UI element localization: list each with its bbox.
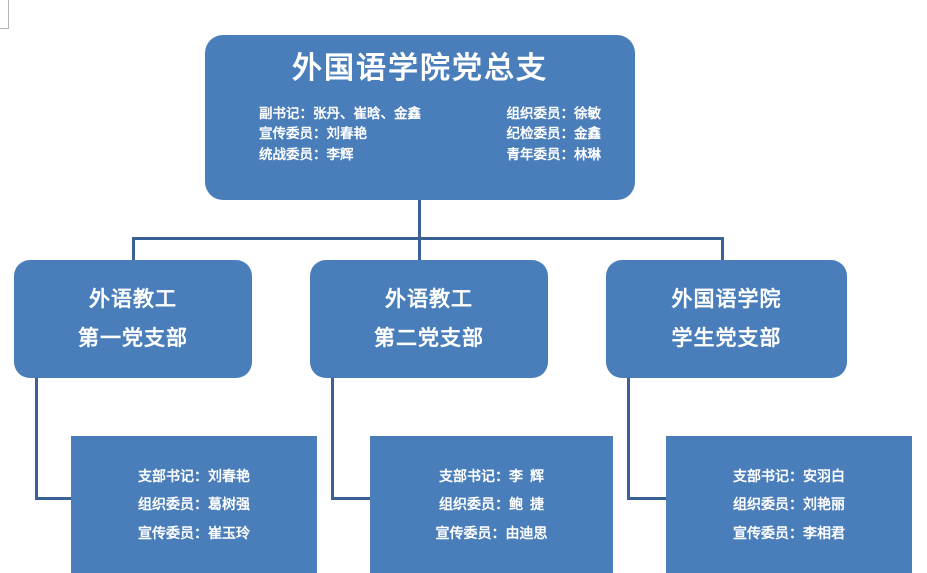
page-crop-mark-horizontal xyxy=(0,28,9,29)
root-roles: 副书记：张丹、崔晗、金鑫 宣传委员：刘春艳 统战委员：李辉 组织委员：徐敏 纪检… xyxy=(227,104,613,167)
root-role-line: 青年委员：林琳 xyxy=(506,147,602,163)
org-node-branch-3[interactable]: 外国语学院 学生党支部 xyxy=(606,260,847,378)
connector-elbow-2-vertical xyxy=(331,378,334,500)
branch-title-line-1: 外语教工 xyxy=(385,286,473,311)
leaf-member-row: 组织委员：葛树强 xyxy=(138,498,250,514)
connector-elbow-2-horizontal xyxy=(331,497,372,500)
branch-title-line-1: 外语教工 xyxy=(89,286,177,311)
leaf-member-row: 宣传委员：李相君 xyxy=(733,526,845,542)
root-title: 外国语学院党总支 xyxy=(292,52,548,85)
connector-elbow-3-vertical xyxy=(627,378,630,500)
leaf-member-row: 宣传委员：由迪思 xyxy=(435,526,548,542)
connector-drop-branch-1 xyxy=(132,237,135,261)
root-role-line: 统战委员：李辉 xyxy=(259,147,354,163)
connector-elbow-1-vertical xyxy=(35,378,38,500)
branch-title-line-2: 学生党支部 xyxy=(671,326,782,350)
root-role-line: 组织委员：徐敏 xyxy=(506,105,602,121)
root-role-line: 宣传委员：刘春艳 xyxy=(259,126,367,142)
leaf-member-row: 支部书记：安羽白 xyxy=(733,470,845,486)
branch-title-line-2: 第二党支部 xyxy=(374,326,484,350)
page-crop-mark-vertical xyxy=(8,0,9,29)
connector-drop-branch-3 xyxy=(721,237,724,261)
org-node-root[interactable]: 外国语学院党总支 副书记：张丹、崔晗、金鑫 宣传委员：刘春艳 统战委员：李辉 组… xyxy=(205,35,635,200)
leaf-member-row: 支部书记：李 辉 xyxy=(439,470,544,486)
branch-title-line-2: 第一党支部 xyxy=(78,326,188,350)
root-roles-right-column: 组织委员：徐敏 纪检委员：金鑫 青年委员：林琳 xyxy=(507,104,602,167)
leaf-member-row: 宣传委员：崔玉玲 xyxy=(138,526,250,542)
leaf-member-row: 组织委员：刘艳丽 xyxy=(733,498,845,514)
leaf-member-row: 支部书记：刘春艳 xyxy=(138,470,250,486)
connector-elbow-3-horizontal xyxy=(627,497,668,500)
connector-root-stem xyxy=(418,200,421,238)
root-roles-left-column: 副书记：张丹、崔晗、金鑫 宣传委员：刘春艳 统战委员：李辉 xyxy=(259,104,421,167)
connector-elbow-1-horizontal xyxy=(35,497,73,500)
root-role-line: 纪检委员：金鑫 xyxy=(506,126,602,142)
org-node-leaf-3[interactable]: 支部书记：安羽白 组织委员：刘艳丽 宣传委员：李相君 xyxy=(666,436,912,573)
org-node-branch-2[interactable]: 外语教工 第二党支部 xyxy=(310,260,548,378)
connector-drop-branch-2 xyxy=(418,237,421,261)
leaf-member-row: 组织委员：鲍 捷 xyxy=(439,498,544,514)
root-role-line: 副书记：张丹、崔晗、金鑫 xyxy=(259,105,421,121)
branch-title-line-1: 外国语学院 xyxy=(671,286,782,311)
connector-horizontal-bus xyxy=(132,237,724,240)
org-node-leaf-1[interactable]: 支部书记：刘春艳 组织委员：葛树强 宣传委员：崔玉玲 xyxy=(71,436,317,573)
org-node-leaf-2[interactable]: 支部书记：李 辉 组织委员：鲍 捷 宣传委员：由迪思 xyxy=(370,436,613,573)
org-node-branch-1[interactable]: 外语教工 第一党支部 xyxy=(14,260,252,378)
